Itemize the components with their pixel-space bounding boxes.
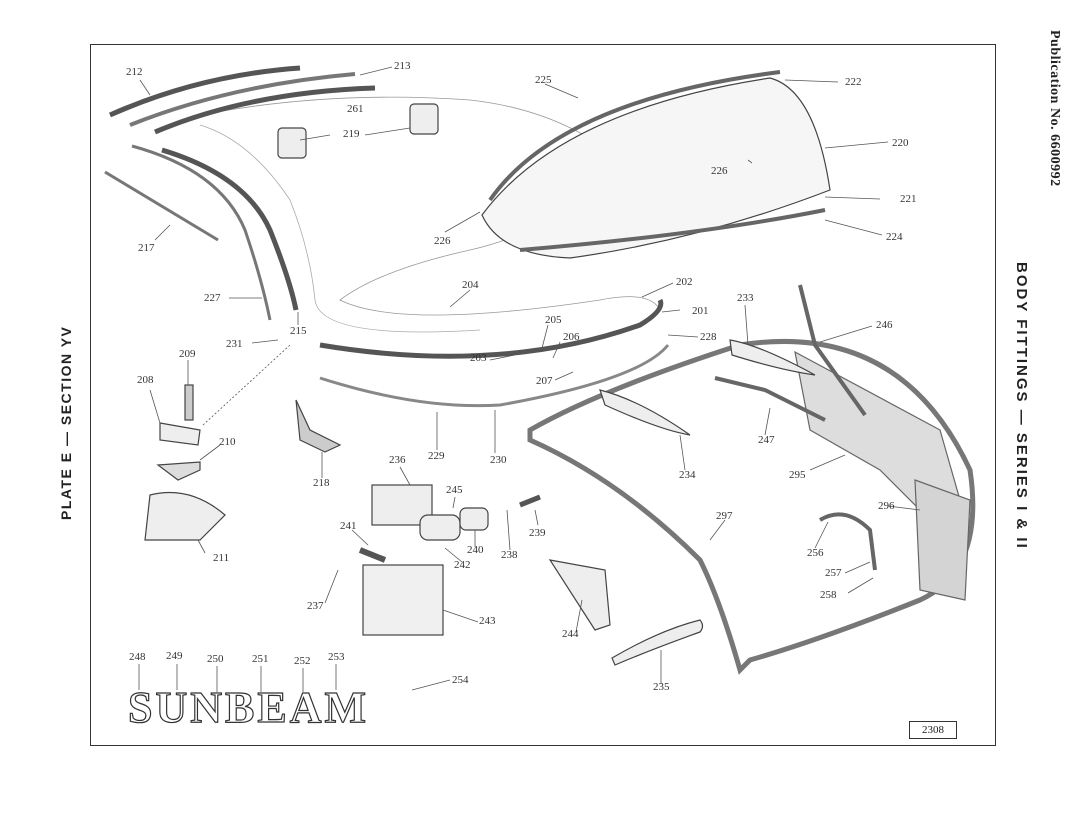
callout-252: 252 — [294, 655, 311, 667]
callout-230: 230 — [490, 454, 507, 466]
body-242 — [419, 514, 461, 541]
rear-window-220 — [481, 77, 831, 259]
body-outline-inner — [199, 124, 481, 333]
key-239 — [519, 494, 541, 508]
stay-246 — [798, 284, 867, 417]
cylinder-240 — [459, 507, 489, 531]
callout-295: 295 — [789, 469, 806, 481]
clip-219-b — [409, 103, 439, 135]
callout-206: 206 — [563, 331, 580, 343]
bracket-244 — [548, 559, 611, 631]
body-outline — [199, 96, 661, 316]
spring-247 — [714, 376, 826, 422]
window-seal-222 — [488, 70, 781, 202]
callout-245: 245 — [446, 484, 463, 496]
callout-220: 220 — [892, 137, 909, 149]
guard-243 — [362, 564, 444, 636]
callout-202: 202 — [676, 276, 693, 288]
handle-218 — [295, 399, 342, 453]
plate-235 — [611, 619, 704, 666]
rail-227 — [131, 144, 272, 321]
rail-229-230 — [319, 344, 670, 408]
callout-228: 228 — [700, 331, 717, 343]
bracket-208 — [159, 422, 201, 446]
callout-203: 203 — [470, 352, 487, 364]
callout-212: 212 — [126, 66, 143, 78]
callout-233: 233 — [737, 292, 754, 304]
panel-295 — [794, 350, 961, 511]
callout-244: 244 — [562, 628, 579, 640]
clip-219-a — [277, 127, 307, 159]
callout-239: 239 — [529, 527, 546, 539]
callout-226-left: 226 — [434, 235, 451, 247]
callout-226-window: 226 — [711, 165, 728, 177]
seal-213 — [129, 72, 356, 127]
callout-238: 238 — [501, 549, 518, 561]
callout-249: 249 — [166, 650, 183, 662]
callout-297: 297 — [716, 510, 733, 522]
callout-247: 247 — [758, 434, 775, 446]
callout-251: 251 — [252, 653, 269, 665]
bracket-234 — [599, 389, 691, 436]
callout-234: 234 — [679, 469, 696, 481]
callout-217: 217 — [138, 242, 155, 254]
callout-209: 209 — [179, 348, 196, 360]
callout-211: 211 — [213, 552, 230, 564]
callout-240: 240 — [467, 544, 484, 556]
callout-254: 254 — [452, 674, 469, 686]
bolt-209 — [184, 384, 194, 421]
window-seal-224 — [519, 208, 826, 252]
callout-218: 218 — [313, 477, 330, 489]
diagram-frame — [90, 44, 996, 746]
callout-296: 296 — [878, 500, 895, 512]
callout-243: 243 — [479, 615, 496, 627]
callout-207: 207 — [536, 375, 553, 387]
panel-296 — [914, 479, 971, 601]
callout-253: 253 — [328, 651, 345, 663]
callout-221: 221 — [900, 193, 917, 205]
callout-204: 204 — [462, 279, 479, 291]
callout-231: 231 — [226, 338, 243, 350]
seal-212 — [108, 65, 301, 118]
bracket-233 — [729, 339, 816, 376]
sunbeam-emblem-letters: SUNBEAM — [127, 682, 370, 732]
plate-reference-number: 2308 — [909, 721, 957, 739]
callout-257: 257 — [825, 567, 842, 579]
callout-256: 256 — [807, 547, 824, 559]
bracket-211 — [144, 491, 226, 541]
callout-236: 236 — [389, 454, 406, 466]
leader-lines — [138, 66, 921, 692]
callout-224: 224 — [886, 231, 903, 243]
callout-235: 235 — [653, 681, 670, 693]
plate-210 — [156, 461, 201, 481]
callout-258: 258 — [820, 589, 837, 601]
callout-219: 219 — [343, 128, 360, 140]
callout-227: 227 — [204, 292, 221, 304]
spring-241 — [358, 547, 387, 563]
seal-217 — [104, 170, 219, 242]
callout-215: 215 — [290, 325, 307, 337]
callout-246: 246 — [876, 319, 893, 331]
callout-248: 248 — [129, 651, 146, 663]
callout-205: 205 — [545, 314, 562, 326]
callout-222: 222 — [845, 76, 862, 88]
seal-215 — [161, 147, 299, 311]
callout-201: 201 — [692, 305, 709, 317]
callout-250: 250 — [207, 653, 224, 665]
callout-237: 237 — [307, 600, 324, 612]
callout-208: 208 — [137, 374, 154, 386]
rail-201 — [319, 298, 664, 359]
callout-241: 241 — [340, 520, 357, 532]
seal-261 — [154, 85, 376, 135]
callout-229: 229 — [428, 450, 445, 462]
callout-242: 242 — [454, 559, 471, 571]
callout-210: 210 — [219, 436, 236, 448]
callout-225: 225 — [535, 74, 552, 86]
callout-261: 261 — [347, 103, 364, 115]
callout-213: 213 — [394, 60, 411, 72]
strap-256 — [818, 512, 877, 571]
